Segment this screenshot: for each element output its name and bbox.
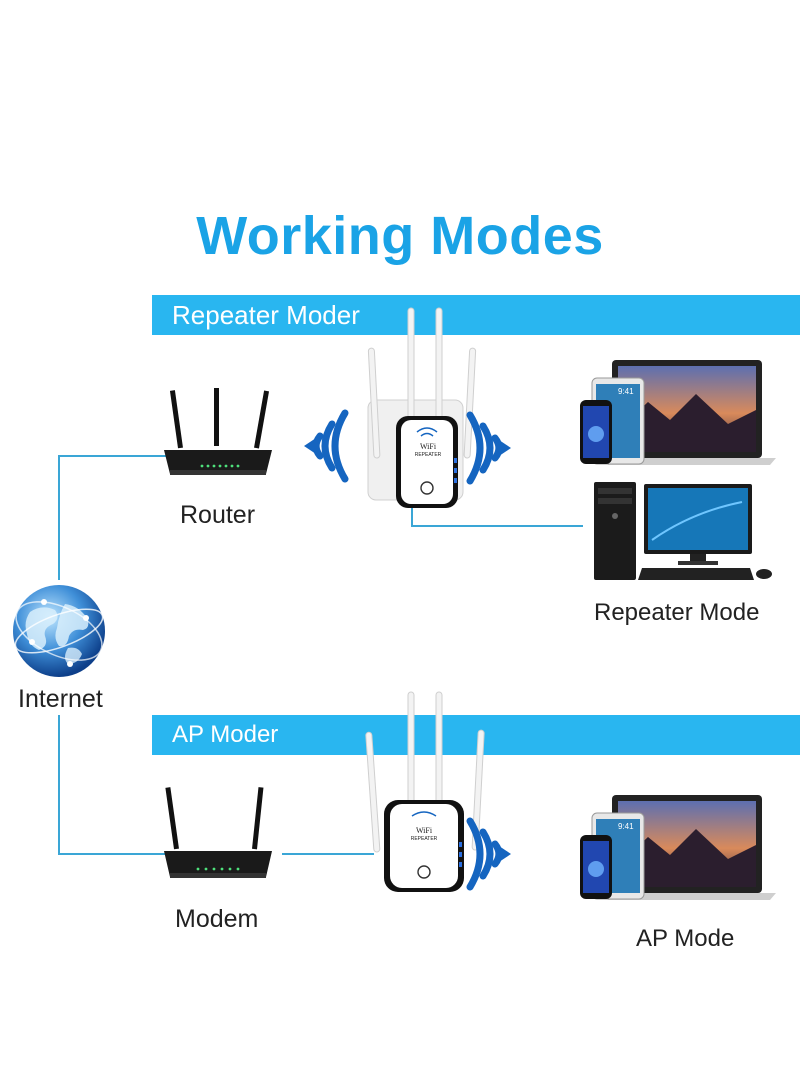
connection-line-internet-router (58, 455, 60, 580)
repeater-device-model-text: REPEATER (414, 452, 442, 458)
repeater-mode-banner: Repeater Moder (152, 295, 800, 335)
desktop-computer-icon (592, 482, 777, 582)
connection-line-repeater-pc-v (411, 505, 413, 527)
ap-phone-time-text: 9:41 (618, 822, 634, 831)
wifi-wave-right-icon (462, 411, 517, 485)
connection-line-internet-modem (58, 715, 60, 855)
router-label: Router (180, 501, 256, 529)
wifi-repeater-device-icon: WiFi REPEATER (360, 307, 480, 513)
modem-icon (162, 785, 277, 885)
connection-line-repeater-pc-h (411, 525, 583, 527)
repeater-mode-label: Repeater Mode (594, 599, 760, 626)
modem-label: Modem (175, 905, 259, 933)
repeater-mode-banner-label: Repeater Moder (172, 300, 360, 330)
repeater-device-wifi-text: WiFi (419, 442, 437, 451)
page-title: Working Modes (196, 206, 604, 266)
router-icon (162, 388, 277, 483)
ap-device-wifi-text: WiFi (415, 826, 433, 835)
wifi-repeater-ap-device-icon: WiFi REPEATER (365, 691, 486, 902)
wifi-wave-ap-icon (462, 817, 517, 891)
wifi-wave-left-icon (298, 409, 353, 483)
ap-mode-banner-label: AP Moder (172, 721, 279, 748)
ap-mode-banner: AP Moder (152, 715, 800, 755)
internet-label: Internet (18, 685, 103, 713)
ap-mobile-devices-group-icon: 9:41 (578, 795, 778, 907)
internet-globe-icon (10, 582, 108, 680)
connection-line-modem-ap (282, 853, 374, 855)
phone-time-text: 9:41 (618, 387, 634, 396)
ap-device-model-text: REPEATER (410, 836, 438, 842)
connection-line-router-h (58, 455, 166, 457)
mobile-devices-group-icon: 9:41 (578, 360, 778, 472)
connection-line-modem-h (58, 853, 166, 855)
ap-mode-label: AP Mode (636, 925, 735, 952)
